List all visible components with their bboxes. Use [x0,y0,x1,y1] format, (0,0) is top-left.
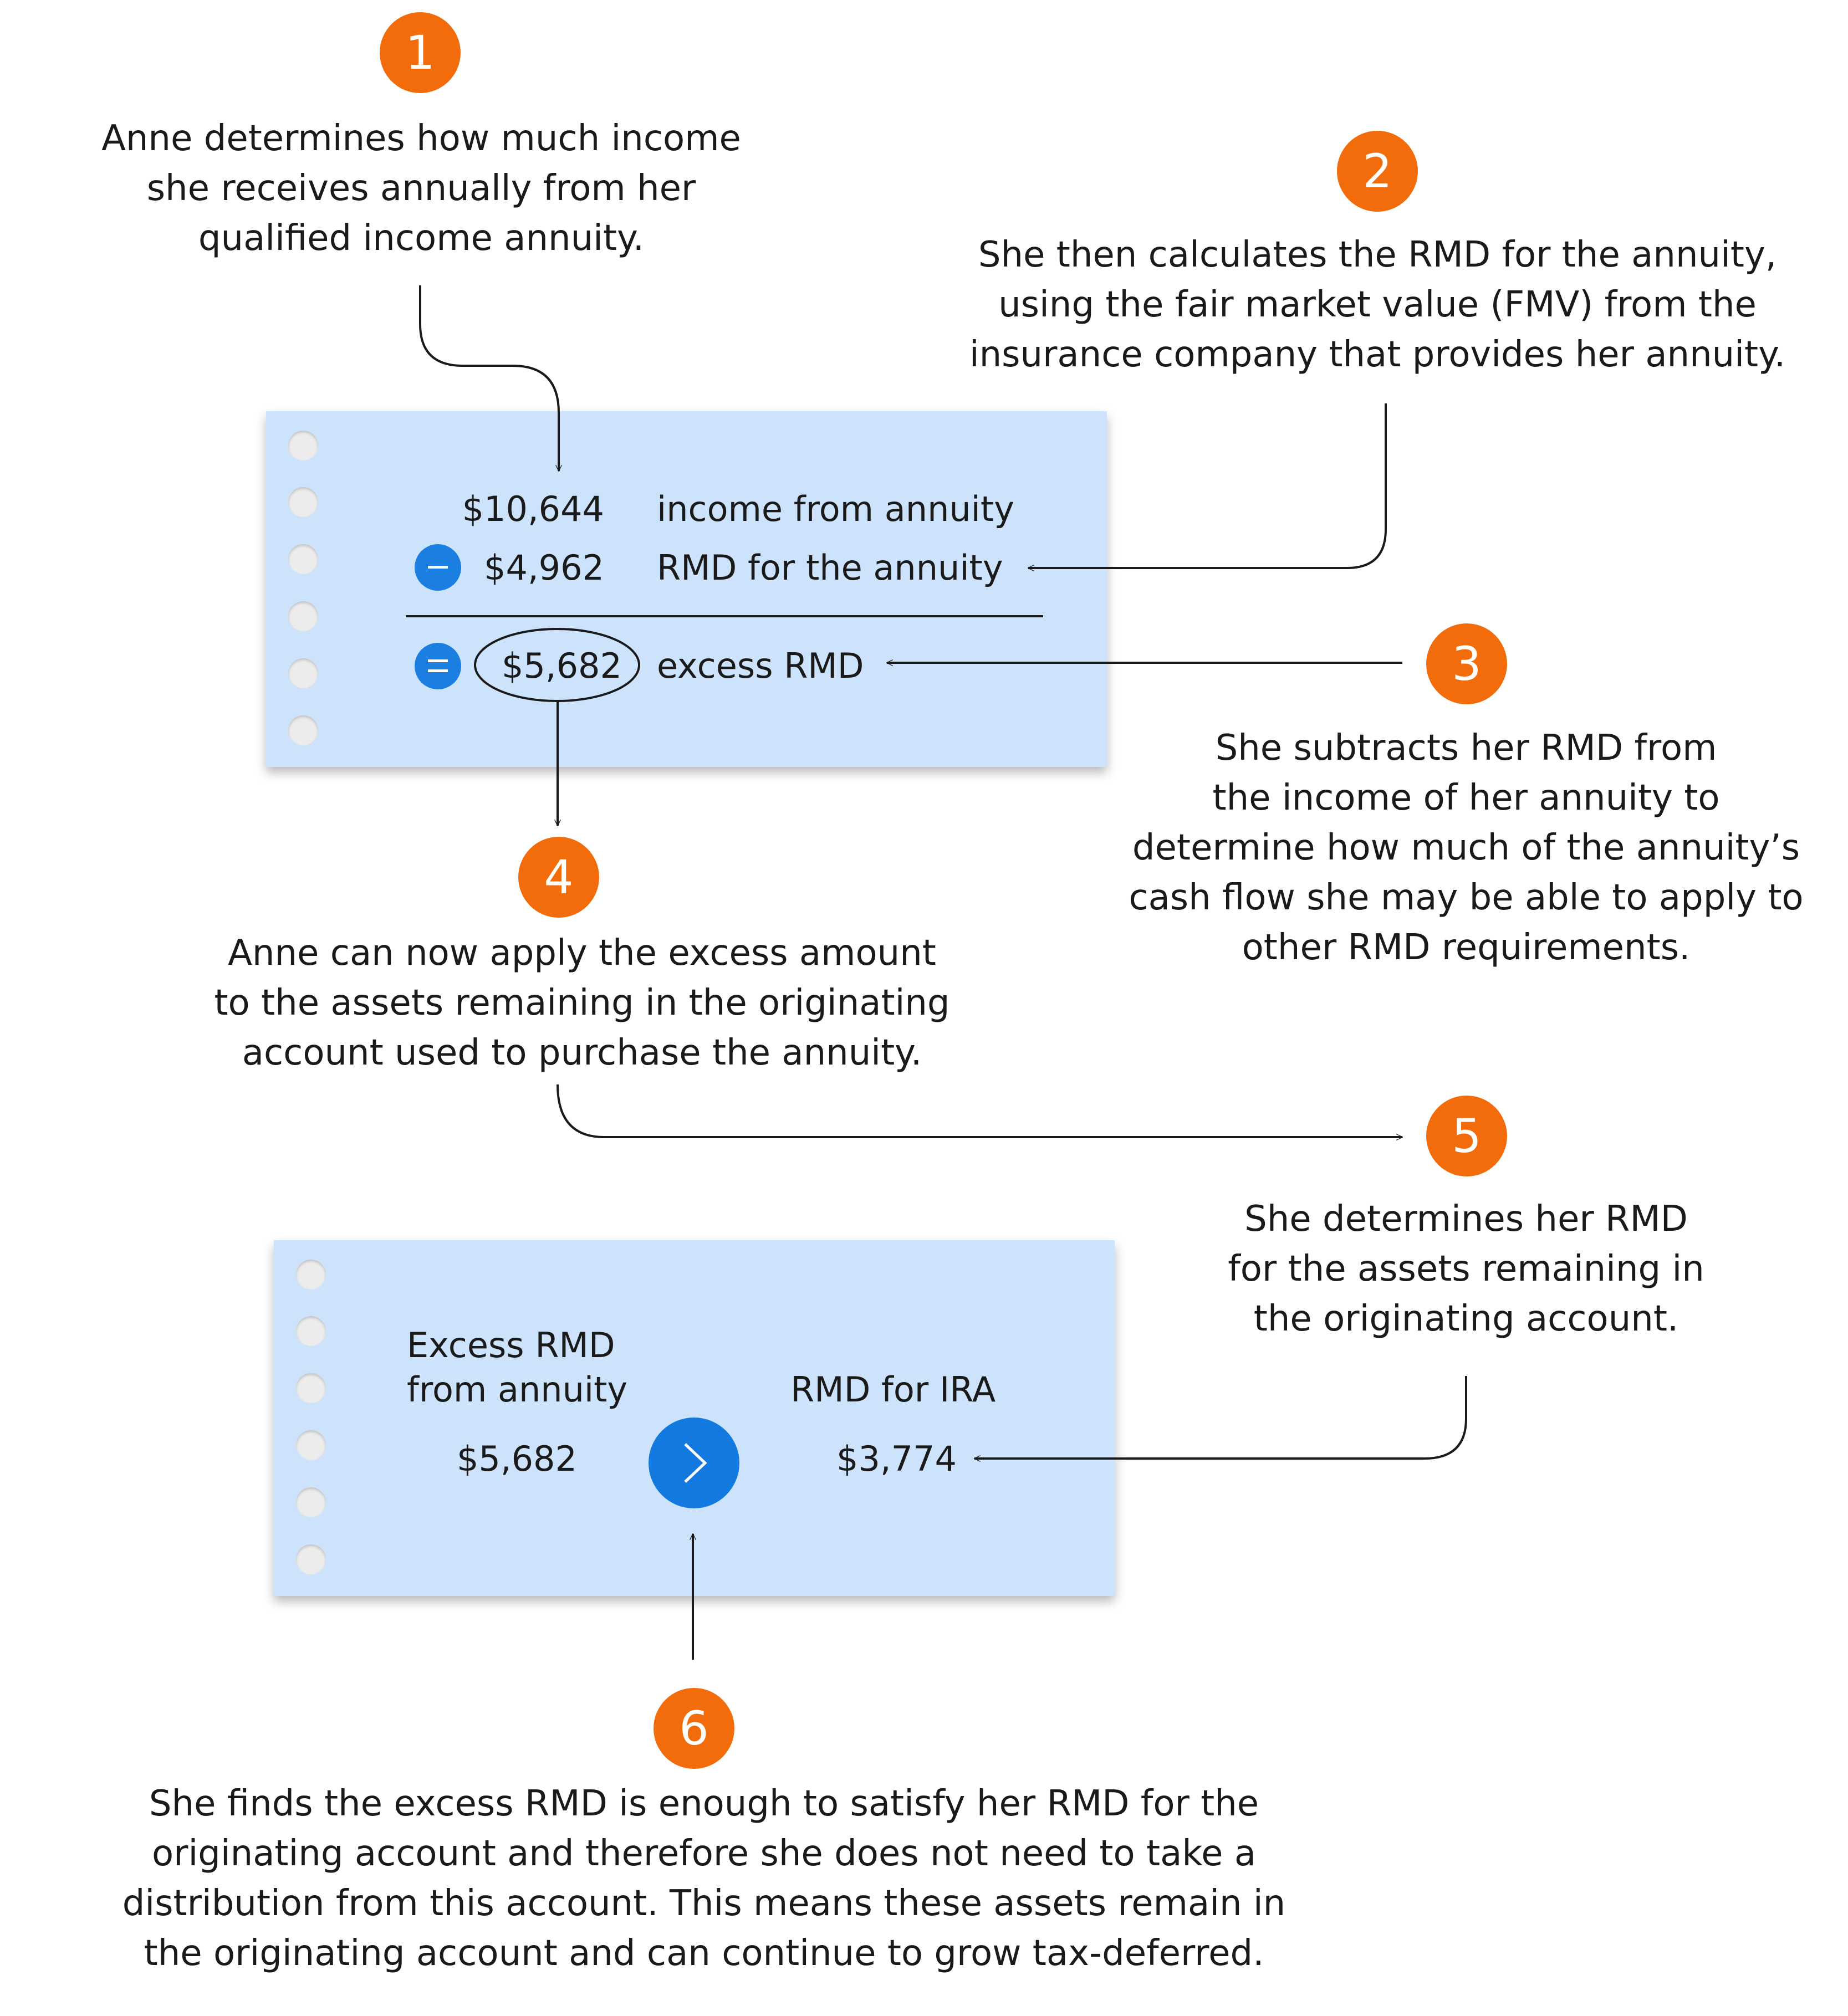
excess-value: $5,682 [502,646,622,686]
sum-line [406,615,1043,617]
step-3-text: She subtracts her RMD from the income of… [1129,728,1804,968]
equals-circle-icon [415,643,461,689]
binder-hole [296,1316,326,1346]
excess-from-annuity-value: $5,682 [457,1439,577,1479]
binder-hole [296,1430,326,1460]
binder-hole [288,601,318,631]
income-label: income from annuity [657,489,1014,529]
binder-hole [296,1487,326,1517]
binder-hole [296,1260,326,1290]
binder-hole [288,715,318,745]
step-4-text: Anne can now apply the excess amount to … [214,933,950,1073]
minus-circle-icon [415,544,461,591]
calculation-card: $10,644 income from annuity $4,962 RMD f… [266,411,1107,767]
chevron-right-icon [649,1418,739,1508]
binder-hole [288,431,318,460]
binder-hole [296,1544,326,1574]
binder-hole [288,487,318,517]
rmd-for-ira-value: $3,774 [836,1439,957,1479]
rmd-value: $4,962 [484,548,604,588]
step-5-text: She determines her RMD for the assets re… [1228,1199,1704,1339]
step-1-badge: 1 [380,12,461,93]
step-1-text: Anne determines how much income she rece… [101,118,741,259]
step-2-text: She then calculates the RMD for the annu… [969,234,1786,375]
arrow-step5 [974,1376,1467,1459]
binder-hole [296,1373,326,1403]
step-4-badge: 4 [518,837,599,918]
step-2-badge: 2 [1337,131,1418,212]
step-6-text: She finds the excess RMD is enough to sa… [122,1783,1286,1974]
rmd-for-ira-label: RMD for IRA [790,1369,996,1410]
binder-hole [288,658,318,688]
rmd-label: RMD for the annuity [657,548,1003,588]
binder-hole [288,544,318,574]
arrow-step4-to-step5 [557,1084,1402,1137]
excess-label: excess RMD [657,646,864,686]
step-6-badge: 6 [654,1688,734,1769]
comparison-card: Excess RMD from annuity $5,682 RMD for I… [274,1240,1115,1596]
arrow-step1 [419,285,559,471]
step-5-badge: 5 [1426,1096,1507,1176]
step-3-badge: 3 [1426,623,1507,704]
arrow-step2 [1028,403,1387,568]
excess-highlight-ellipse [474,628,640,702]
income-value: $10,644 [462,489,604,529]
excess-from-annuity-label: Excess RMD from annuity [407,1325,628,1410]
